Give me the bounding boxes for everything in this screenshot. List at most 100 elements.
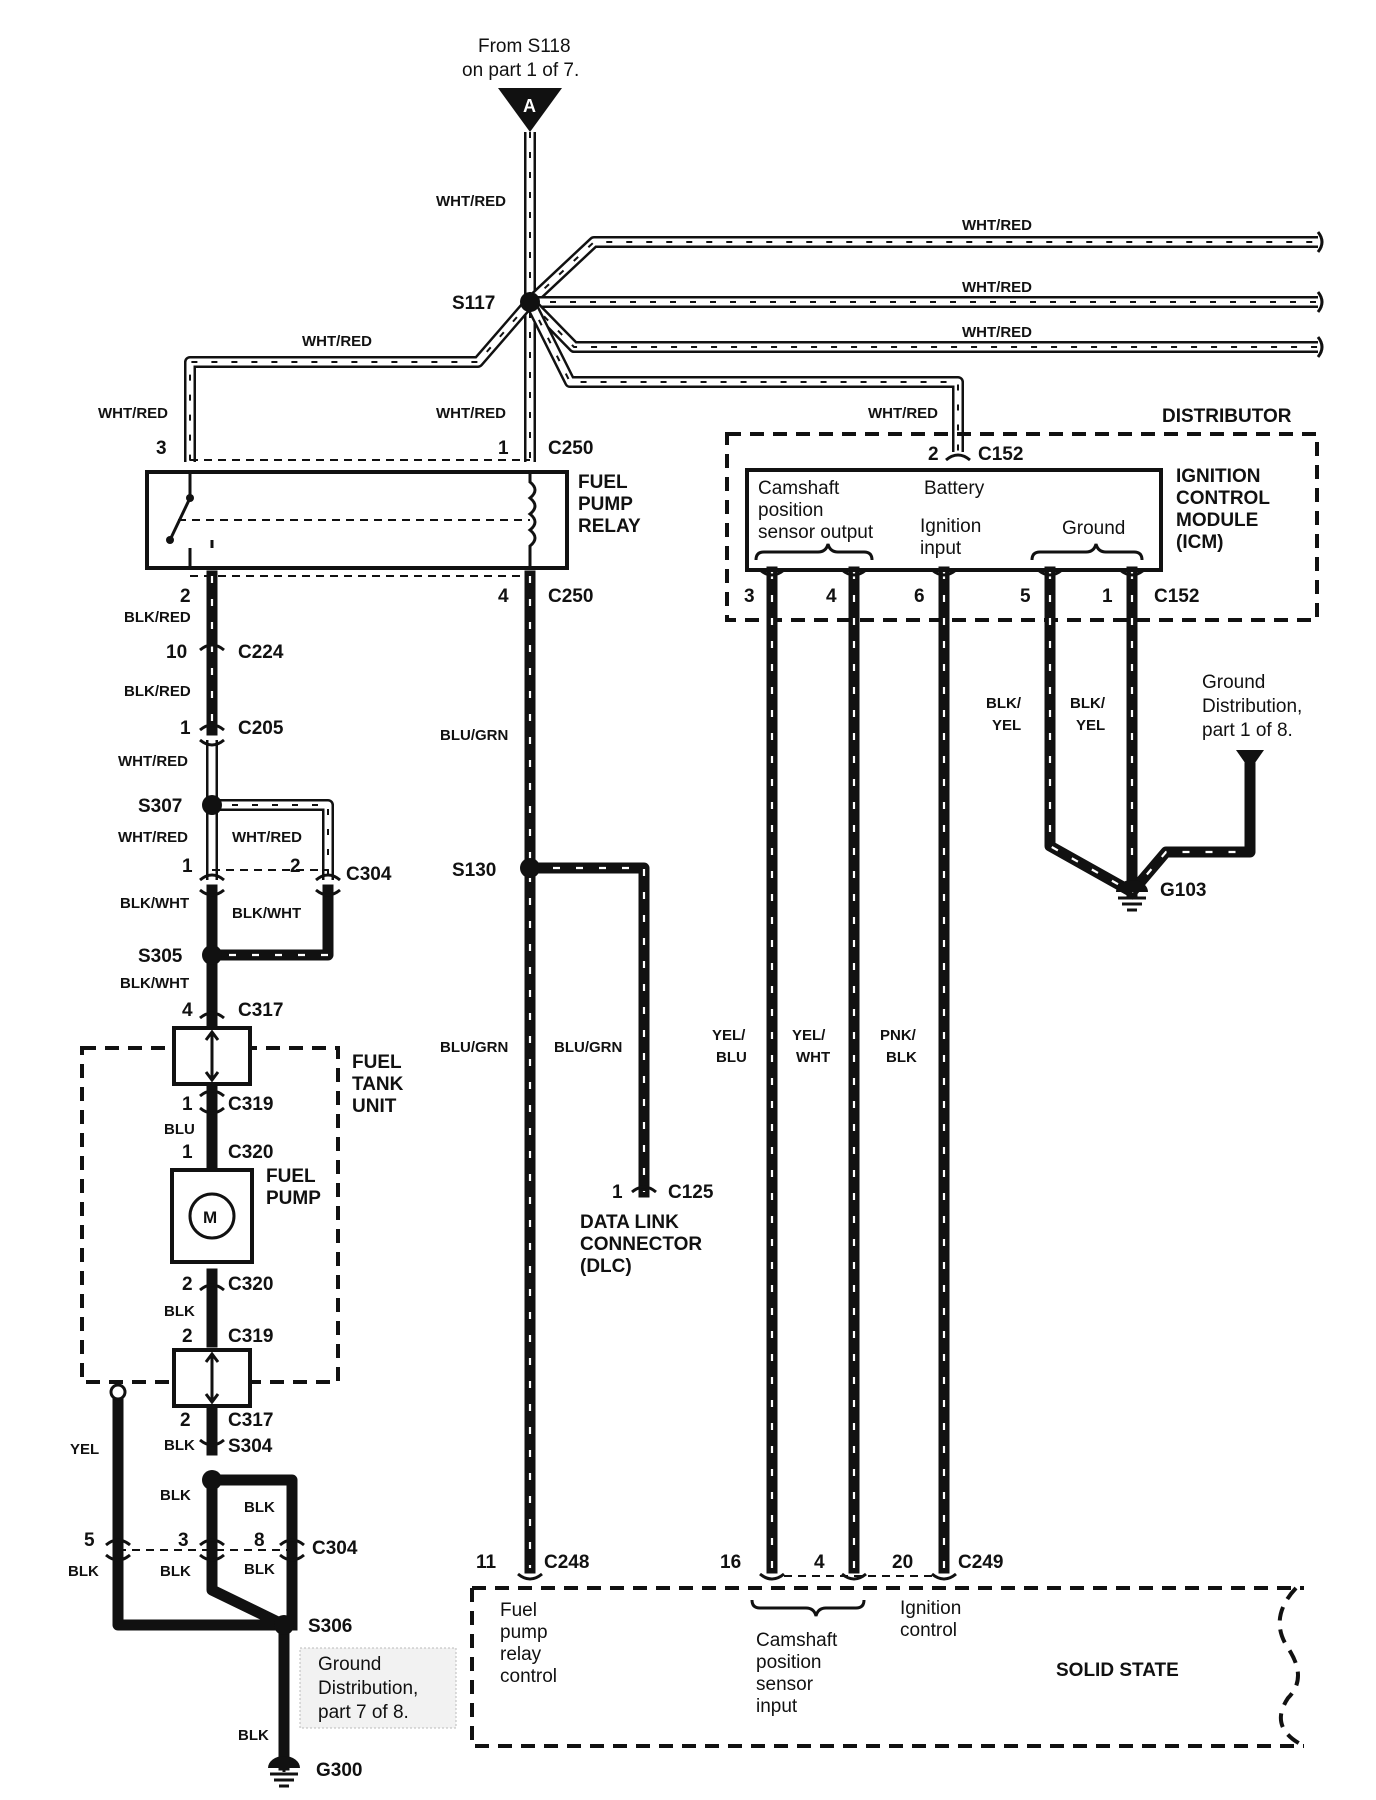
g300-note-2: Distribution, [318,1678,418,1699]
wire-label-yel-blu-1: YEL/ [712,1027,746,1044]
c317-lower-arrow [204,1351,220,1405]
icm-camshaft-brace [754,543,874,561]
connector-c304-top: C304 [346,864,392,885]
icm-label-2: CONTROL [1176,488,1270,509]
connector-c152-bottom: C152 [1154,586,1199,607]
connector-c319-top: C319 [228,1094,273,1115]
wire-label-blu-grn-2: BLU/GRN [440,1039,508,1056]
wire-label-blk-yel-a2: YEL [992,717,1021,734]
wht-red-wires [184,132,1318,462]
splice-s307-dot [202,795,222,815]
connector-c317-top: C317 [238,1000,283,1021]
relay-pin-3: 3 [156,438,167,459]
splice-s130-dot [520,858,540,878]
wire-label-blu-grn-3: BLU/GRN [554,1039,622,1056]
icm-camshaft-3: sensor output [758,522,874,543]
wire-label-blu: BLU [164,1121,195,1138]
c224-pin-10: 10 [166,642,187,663]
wire-label-blk-8: BLK [238,1727,269,1744]
ss-fuel-1: Fuel [500,1600,537,1621]
fuel-tank-unit-label-2: TANK [352,1074,404,1095]
icm-output-wires [766,566,1256,1574]
c304-pin-5: 5 [84,1530,95,1551]
icm-ignition-2: input [920,538,962,559]
continuation-marks [1316,231,1324,358]
c319-pin-2: 2 [182,1326,193,1347]
wire-label-blk-1: BLK [164,1303,195,1320]
g103-note-1: Ground [1202,672,1265,693]
c304-pin-2: 2 [290,856,301,877]
splice-s305-dot [202,945,222,965]
ground-g103-symbol [1116,880,1148,912]
ss-fuel-3: relay [500,1644,542,1665]
wire-label-blk-6: BLK [160,1563,191,1580]
fuel-pump-relay-label-2: PUMP [578,494,633,515]
wire-label-blk-wht-2: BLK/WHT [232,905,301,922]
c248-pin-11: 11 [476,1552,497,1573]
connector-c249: C249 [958,1552,1003,1573]
relay-internal [166,472,537,568]
wire-label-yel-wht-2: WHT [796,1049,830,1066]
ss-ign-1: Ignition [900,1598,961,1619]
icm-label-4: (ICM) [1176,532,1223,553]
c205-pin-1: 1 [180,718,191,739]
g103-note-arrow [1236,750,1264,770]
wire-label-blk-wht-3: BLK/WHT [120,975,189,992]
left-circuit-wires [112,570,334,1771]
wire-label-wht-red-d: WHT/RED [98,405,168,422]
wire-label-wht-red-i: WHT/RED [232,829,302,846]
ss-cam-3: sensor [756,1674,814,1695]
wire-label-pnk-blk-2: BLK [886,1049,917,1066]
solid-state-ticks [517,1572,957,1581]
motor-symbol [188,1192,236,1240]
c304-outline [118,869,328,1551]
distributor-outline [725,432,1319,622]
dlc-label-3: (DLC) [580,1256,632,1277]
blu-grn-wires [524,570,650,1574]
c249-pin-20: 20 [892,1552,913,1573]
wire-label-blk-red-2: BLK/RED [124,683,191,700]
splice-s306-dot [274,1615,294,1635]
c317-upper-arrow [204,1029,220,1083]
ss-cam-4: input [756,1696,798,1717]
connector-c248: C248 [544,1552,589,1573]
yel-wire-end [109,1383,127,1401]
relay-connector-outline [190,459,530,577]
icm-camshaft-2: position [758,500,824,521]
c317-pin-2: 2 [180,1410,191,1431]
connector-c319-bottom: C319 [228,1326,273,1347]
distributor-label: DISTRIBUTOR [1162,406,1292,427]
fuel-pump-label-1: FUEL [266,1166,316,1187]
icm-ground: Ground [1062,518,1125,539]
solid-state-break [1277,1586,1305,1748]
wire-label-blk-7: BLK [244,1561,275,1578]
c317-pin-4: 4 [182,1000,193,1021]
c152-pin-4: 4 [826,586,837,607]
splice-s304-dot [202,1470,222,1490]
icm-battery: Battery [924,478,985,499]
motor-letter: M [203,1208,217,1227]
c125-pin-1: 1 [612,1182,623,1203]
ss-fuel-4: control [500,1666,557,1687]
wire-label-wht-red-h: WHT/RED [118,829,188,846]
ground-g103-label: G103 [1160,880,1206,901]
wire-label-blk-yel-b1: BLK/ [1070,695,1106,712]
splice-s307-label: S307 [138,796,182,817]
relay-pin-1: 1 [498,438,509,459]
solid-state-label: SOLID STATE [1056,1660,1179,1681]
wire-label-blk-2: BLK [164,1437,195,1454]
c249-pin-16: 16 [720,1552,741,1573]
c319-pin-1: 1 [182,1094,193,1115]
fuel-pump-relay-box [145,470,569,570]
c304-pin-1: 1 [182,856,193,877]
from-s118-label-2: on part 1 of 7. [462,60,579,81]
c152-pin-3: 3 [744,586,755,607]
wire-label-blk-5: BLK [68,1563,99,1580]
connector-c224: C224 [238,642,284,663]
relay-pin-4: 4 [498,586,509,607]
c152-pin-1: 1 [1102,586,1113,607]
icm-ignition-1: Ignition [920,516,981,537]
connector-c304-bottom: C304 [312,1538,358,1559]
ss-cam-2: position [756,1652,822,1673]
